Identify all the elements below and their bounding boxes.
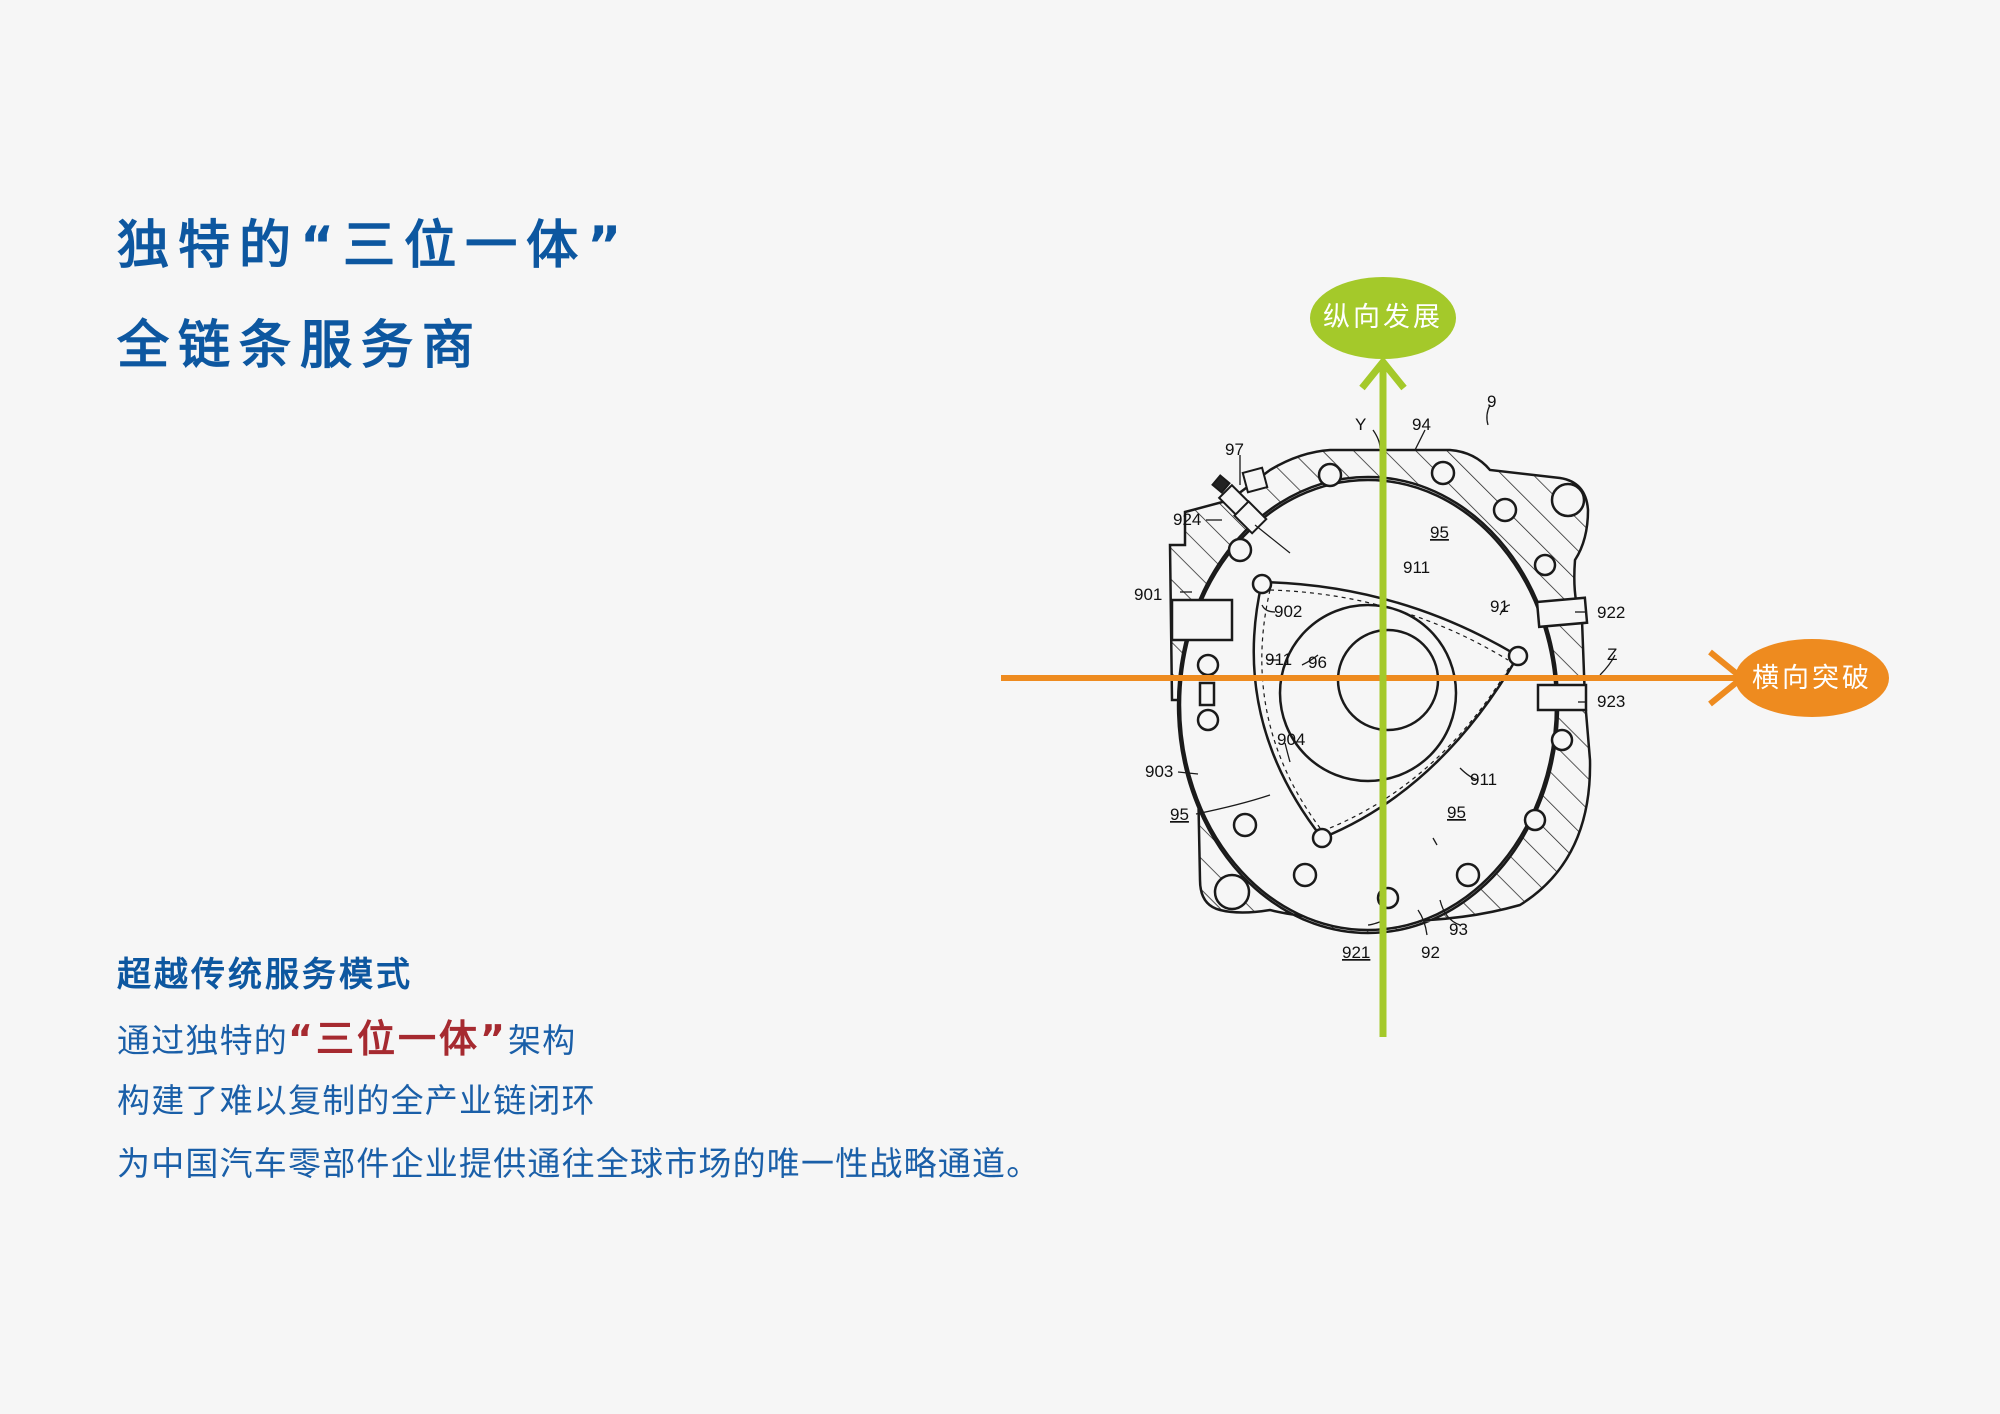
page-title-line-1: 独特的“三位一体” xyxy=(117,216,631,276)
label-904: 904 xyxy=(1277,730,1305,749)
body-line-1-suffix: 架构 xyxy=(507,1021,577,1060)
label-901: 901 xyxy=(1134,585,1162,604)
label-96: 96 xyxy=(1308,653,1327,672)
body-line-1: 通过独特的“三位一体”架构 xyxy=(117,1020,576,1058)
label-902: 902 xyxy=(1274,602,1302,621)
body-line-1-prefix: 通过独特的 xyxy=(117,1021,288,1060)
vertical-axis-bubble xyxy=(1310,277,1456,359)
label-911-left: 911 xyxy=(1265,650,1292,669)
label-92: 92 xyxy=(1421,943,1440,962)
label-922: 922 xyxy=(1597,603,1625,622)
label-94: 94 xyxy=(1412,415,1431,434)
label-903: 903 xyxy=(1145,762,1173,781)
body-line-3: 为中国汽车零部件企业提供通往全球市场的唯一性战略通道。 xyxy=(117,1144,1041,1183)
label-921: 921 xyxy=(1342,943,1370,962)
label-95-bottom: 95 xyxy=(1447,803,1466,822)
label-911-right: 911 xyxy=(1470,770,1497,789)
eccentric-shaft-outer xyxy=(1278,603,1458,783)
housing-outer xyxy=(1168,448,1592,935)
highlight-sanweiyiti: “三位一体” xyxy=(288,1017,508,1061)
label-Y: Y xyxy=(1355,415,1366,434)
horizontal-axis-label: 横向突破 xyxy=(1752,663,1872,694)
label-924: 924 xyxy=(1173,510,1201,529)
horizontal-axis-arrow xyxy=(1001,639,1889,717)
spark-plug xyxy=(1211,466,1291,554)
label-911-top: 911 xyxy=(1403,558,1430,577)
section-subtitle: 超越传统服务模式 xyxy=(117,955,413,995)
vertical-axis-arrow xyxy=(1310,277,1456,1037)
engine-housing xyxy=(1168,404,1616,936)
label-9: 9 xyxy=(1487,392,1496,411)
label-91: 91 xyxy=(1490,597,1509,616)
body-line-2: 构建了难以复制的全产业链闭环 xyxy=(117,1081,596,1120)
label-93: 93 xyxy=(1449,920,1468,939)
horizontal-axis-bubble xyxy=(1735,639,1889,717)
engine-labels: 9 94 Y 97 924 95 911 901 902 91 922 Z 91… xyxy=(1134,392,1625,962)
label-Z: Z xyxy=(1607,645,1617,664)
label-95-left: 95 xyxy=(1170,805,1189,824)
vertical-axis-label: 纵向发展 xyxy=(1323,302,1443,333)
page-title-line-2: 全链条服务商 xyxy=(117,316,484,376)
label-923: 923 xyxy=(1597,692,1625,711)
label-95-top: 95 xyxy=(1430,523,1449,542)
label-97: 97 xyxy=(1225,440,1244,459)
